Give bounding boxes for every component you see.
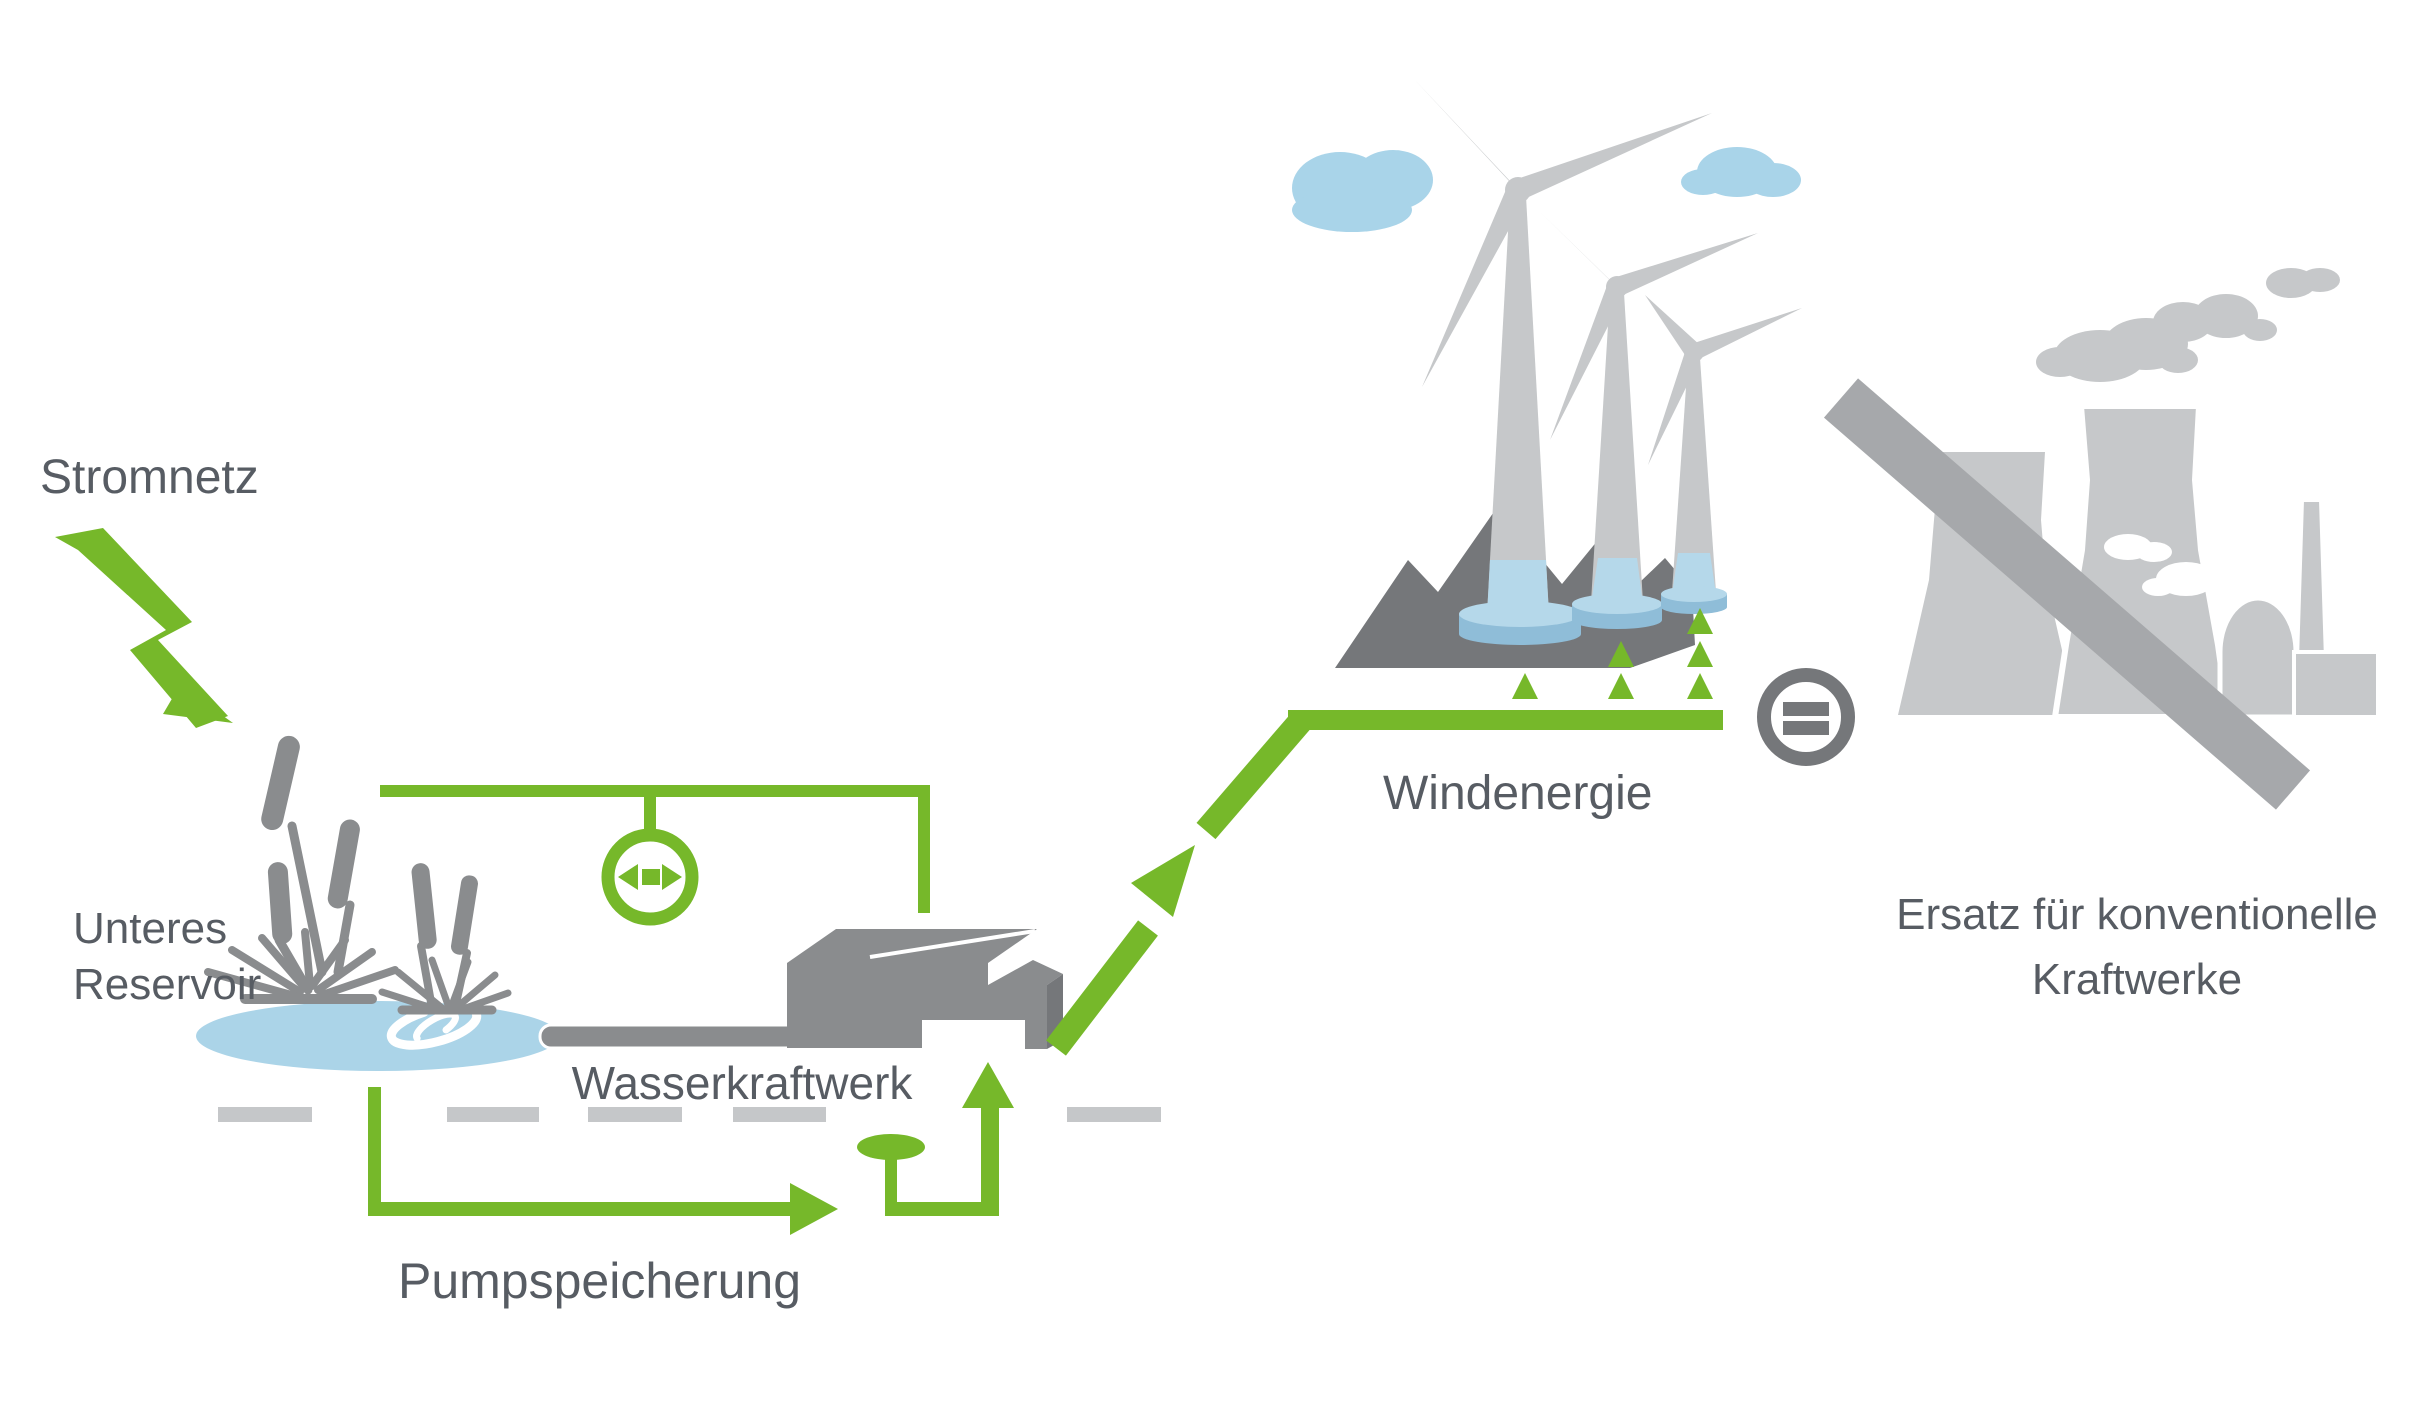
unteres-reservoir-line1: Unteres: [73, 904, 228, 953]
wind-turbine: [1645, 295, 1802, 614]
reactor-dome: [2217, 595, 2299, 720]
cloud-icon: [1681, 147, 1801, 197]
reeds: [204, 735, 399, 1004]
circle-double-arrow-icon: [601, 828, 699, 926]
smoke-cloud-icon: [2036, 268, 2340, 382]
green-triangle-markers: [1512, 608, 1713, 699]
windenergie-label: Windenergie: [1383, 767, 1653, 820]
hydro-plant-building: [787, 929, 1063, 1050]
prohibition-slash-icon: [1823, 378, 2311, 810]
ersatz-line2: Kraftwerke: [2031, 955, 2243, 1004]
up-arrow-icon: [962, 1062, 1014, 1108]
reeds: [378, 863, 512, 1015]
underground-dashed-line: [218, 1107, 1161, 1122]
wind-turbine: [1538, 210, 1758, 629]
slope-arrow: [1046, 710, 1723, 1056]
cloud-icon: [1292, 150, 1433, 232]
valve-oval-icon: [857, 1134, 925, 1160]
exchange-link: [380, 785, 930, 926]
chimney: [2294, 498, 2329, 662]
wasserkraftwerk-label: Wasserkraftwerk: [571, 1057, 913, 1109]
pump-storage-loop: [368, 1062, 1014, 1235]
wind-turbine: [1413, 78, 1712, 645]
unteres-reservoir-line2: Reservoir: [73, 960, 262, 1009]
water-swirl-icon: [413, 1010, 459, 1044]
water-swirl-icon: [386, 1002, 482, 1050]
reservoir-pond: [196, 1001, 560, 1071]
ersatz-line1: Ersatz für konventionelle: [1896, 890, 2378, 939]
unteres-reservoir-label: Unteres Reservoir: [73, 901, 261, 1013]
pumpspeicherung-label: Pumpspeicherung: [398, 1253, 802, 1309]
plateau-line: [1288, 710, 1723, 730]
lightning-bolt-icon: [55, 528, 233, 728]
steam-cloud-icon: [2104, 534, 2216, 596]
right-arrow-icon: [790, 1183, 838, 1235]
ersatz-label: Ersatz für konventionelle Kraftwerke: [1896, 882, 2378, 1012]
stromnetz-label: Stromnetz: [40, 451, 259, 504]
plant-building: [2292, 650, 2380, 719]
circle-equals-icon: [1757, 668, 1855, 766]
